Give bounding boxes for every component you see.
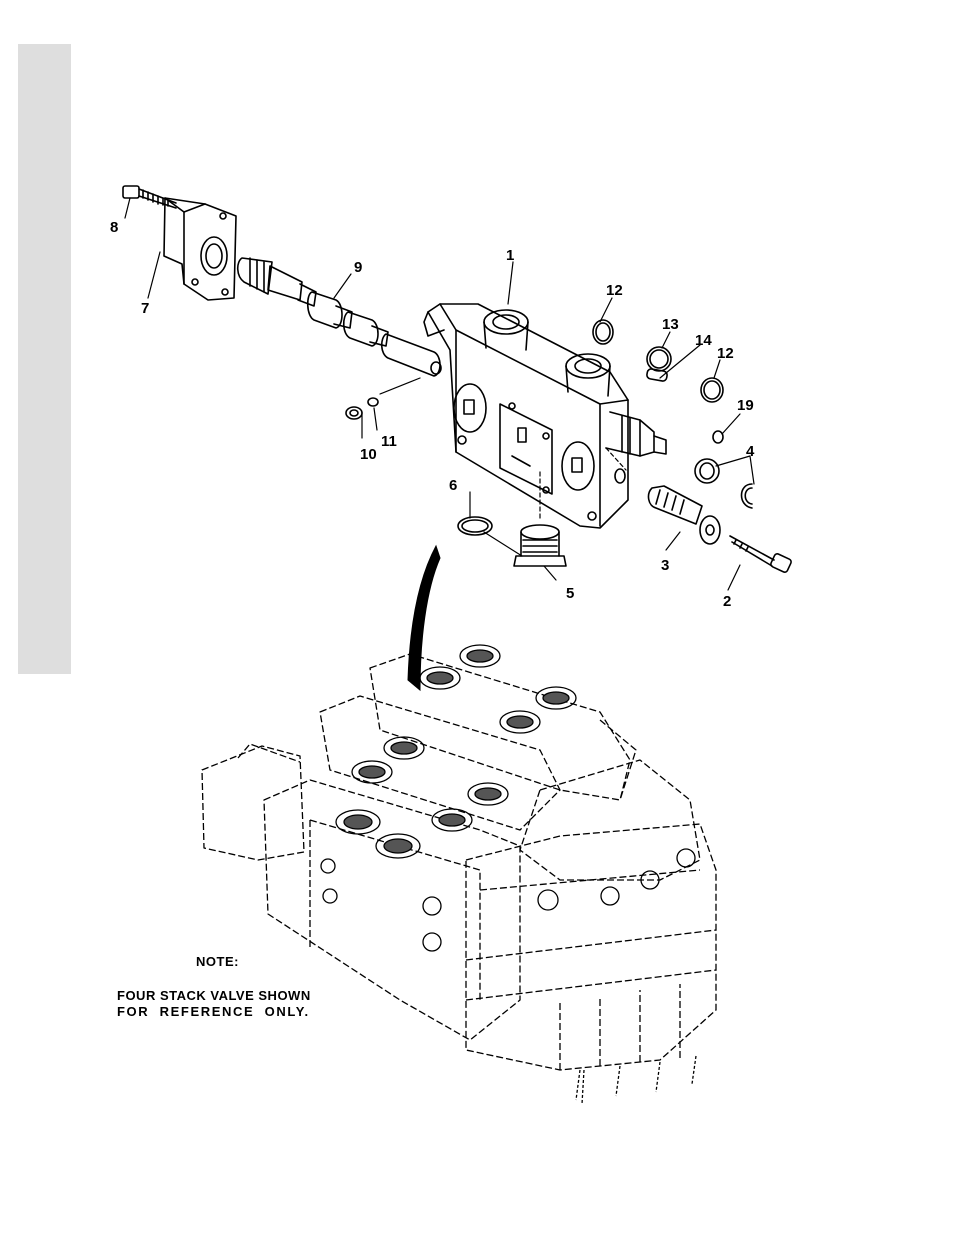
callout-4: 4 — [746, 443, 755, 460]
callout-12-top: 12 — [606, 282, 623, 299]
part-7-end-cap — [164, 198, 236, 300]
callout-8: 8 — [110, 219, 118, 236]
callout-10: 10 — [360, 446, 377, 463]
callout-19: 19 — [737, 397, 754, 414]
part-9-spool — [238, 258, 441, 376]
callout-11: 11 — [381, 433, 397, 450]
leader-lines — [125, 198, 754, 590]
callout-9: 9 — [354, 259, 362, 276]
part-3-spool-cap — [649, 486, 720, 544]
callout-3: 3 — [661, 557, 669, 574]
note-line-1: FOUR STACK VALVE SHOWN — [117, 988, 311, 1003]
location-arrow — [408, 546, 440, 690]
callout-13: 13 — [662, 316, 679, 333]
callout-12-right: 12 — [717, 345, 734, 362]
part-8-cap-screw — [123, 186, 176, 208]
note-heading: NOTE: — [196, 954, 239, 969]
part-10-washer — [346, 407, 362, 419]
callout-5: 5 — [566, 585, 574, 602]
callout-7: 7 — [141, 300, 149, 317]
callout-6: 6 — [449, 477, 457, 494]
part-19-o-ring — [713, 431, 723, 443]
callout-2: 2 — [723, 593, 731, 610]
note-line-2: FOR REFERENCE ONLY. — [117, 1004, 310, 1019]
callout-1: 1 — [506, 247, 514, 264]
callout-14: 14 — [695, 332, 712, 349]
part-1-valve-body — [424, 304, 666, 528]
part-11-o-ring — [368, 398, 378, 406]
part-5-plug — [514, 525, 566, 566]
